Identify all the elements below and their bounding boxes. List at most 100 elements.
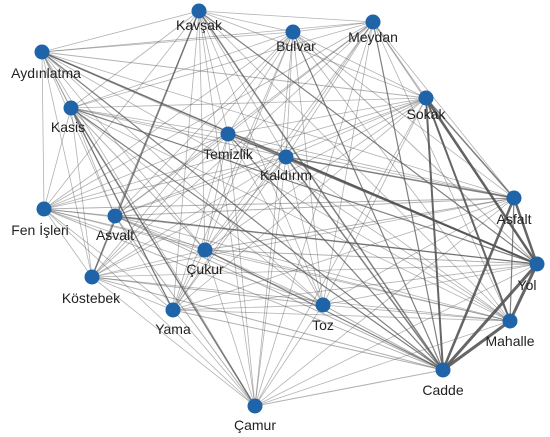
edge-kavsak-cadde xyxy=(198,10,444,371)
edge-kaldirim-camur xyxy=(254,156,287,407)
edge-bulvar-fenisleri xyxy=(43,31,294,210)
edge-fenisleri-toz xyxy=(43,208,324,306)
node-toz xyxy=(315,297,331,313)
node-meydan xyxy=(365,14,381,30)
node-kostebek xyxy=(84,269,100,285)
edge-kavsak-toz xyxy=(198,10,324,306)
edge-meydan-kasis xyxy=(70,21,374,109)
edge-sokak-temizlik xyxy=(227,97,427,135)
edge-sokak-asfalt xyxy=(425,97,515,199)
edge-bulvar-cukur xyxy=(204,31,294,251)
edge-temizlik-cukur xyxy=(204,133,229,251)
edge-cukur-mahalle xyxy=(204,249,511,322)
edge-aydinlatma-sokak xyxy=(41,51,427,99)
edge-asvalt-toz xyxy=(114,215,324,306)
edge-yama-asfalt xyxy=(172,197,515,311)
edge-kaldirim-asfalt xyxy=(285,156,515,199)
edge-aydinlatma-cukur xyxy=(41,51,206,251)
edge-kavsak-asvalt xyxy=(114,10,200,217)
edge-kaldirim-cukur xyxy=(204,156,287,251)
node-label-camur: Çamur xyxy=(234,417,276,433)
edge-kavsak-bulvar xyxy=(198,10,294,33)
edge-sokak-kostebek xyxy=(91,97,427,278)
edge-asvalt-cukur xyxy=(114,215,206,251)
edge-toz-sokak xyxy=(322,97,427,306)
node-label-kostebek: Köstebek xyxy=(62,290,121,306)
edge-kavsak-mahalle xyxy=(198,10,511,322)
node-aydinlatma xyxy=(34,44,50,60)
edge-temizlik-kostebek xyxy=(91,133,229,278)
edge-yol-mahalle xyxy=(508,263,539,322)
edge-meydan-asvalt xyxy=(114,21,374,217)
node-label-asfalt: Asfalt xyxy=(496,211,531,227)
edge-meydan-asfalt xyxy=(372,21,515,199)
edge-kasis-toz xyxy=(70,107,324,306)
edge-kaldirim-yama xyxy=(172,156,287,311)
edge-fenisleri-camur xyxy=(43,208,256,407)
edge-sokak-kaldirim xyxy=(285,97,427,158)
edge-kostebek-asfalt xyxy=(91,197,515,278)
edge-toz-asfalt xyxy=(322,197,515,306)
node-kaldirim xyxy=(278,149,294,165)
node-yol xyxy=(529,256,545,272)
edge-asvalt-yama xyxy=(114,215,174,311)
edge-meydan-yol xyxy=(372,21,538,265)
edge-cadde-asfalt xyxy=(441,197,516,371)
edge-aydinlatma-temizlik xyxy=(41,51,229,135)
edge-yama-yol xyxy=(172,263,538,311)
edge-kasis-mahalle xyxy=(70,107,511,322)
edge-kostebek-camur xyxy=(91,276,256,407)
edge-temizlik-camur xyxy=(227,133,256,407)
node-temizlik xyxy=(220,126,236,142)
edge-kavsak-yama xyxy=(172,10,200,311)
edge-asvalt-camur xyxy=(114,215,256,407)
node-label-asvalt: Asvalt xyxy=(96,227,134,243)
edge-toz-yol xyxy=(322,263,538,306)
edge-cukur-yama xyxy=(172,249,206,311)
edge-fenisleri-mahalle xyxy=(43,208,511,322)
edge-bulvar-cadde xyxy=(292,31,444,371)
edge-kasis-cadde xyxy=(70,107,444,371)
edge-kasis-yol xyxy=(70,107,538,265)
edge-temizlik-yama xyxy=(172,133,229,311)
edge-aydinlatma-cadde xyxy=(41,51,444,371)
edge-meydan-kostebek xyxy=(91,21,374,278)
edge-meydan-toz xyxy=(322,21,374,306)
edge-meydan-fenisleri xyxy=(43,21,374,210)
edge-camur-sokak xyxy=(254,97,427,407)
edge-aydinlatma-kasis xyxy=(41,51,72,109)
node-label-temizlik: Temizlik xyxy=(203,146,254,162)
edge-temizlik-fenisleri xyxy=(43,133,229,210)
edge-bulvar-temizlik xyxy=(227,31,294,135)
edge-yama-sokak xyxy=(172,97,427,311)
edge-sokak-mahalle xyxy=(425,97,511,322)
edge-bulvar-kostebek xyxy=(91,31,294,278)
edge-kaldirim-fenisleri xyxy=(43,156,287,210)
edge-temizlik-kaldirim xyxy=(227,133,287,158)
edge-kasis-asvalt xyxy=(70,107,116,217)
edge-kostebek-cadde xyxy=(91,276,444,371)
edge-temizlik-toz xyxy=(227,133,324,306)
edge-kostebek-yol xyxy=(91,263,538,278)
node-label-sokak: Sokak xyxy=(407,106,447,122)
node-label-cukur: Çukur xyxy=(186,261,224,277)
edge-kavsak-kaldirim xyxy=(198,10,287,158)
edge-temizlik-asvalt xyxy=(114,133,229,217)
edge-bulvar-aydinlatma xyxy=(41,31,294,53)
node-label-meydan: Meydan xyxy=(348,29,398,45)
edge-meydan-mahalle xyxy=(372,21,511,322)
edge-kasis-asfalt xyxy=(70,107,515,199)
edge-bulvar-meydan xyxy=(292,21,374,33)
edge-kostebek-toz xyxy=(91,276,324,306)
node-yama xyxy=(165,302,181,318)
edge-kasis-sokak xyxy=(70,97,427,109)
edge-kaldirim-kostebek xyxy=(91,156,287,278)
edge-kavsak-yol xyxy=(198,10,538,265)
edge-kasis-fenisleri xyxy=(43,107,72,210)
edge-mahalle-camur xyxy=(254,320,511,407)
edge-kavsak-sokak xyxy=(198,10,427,99)
edge-meydan-cukur xyxy=(204,21,374,251)
edge-yama-camur xyxy=(172,309,256,407)
edge-kavsak-temizlik xyxy=(198,10,229,135)
edge-kavsak-camur xyxy=(198,10,256,407)
